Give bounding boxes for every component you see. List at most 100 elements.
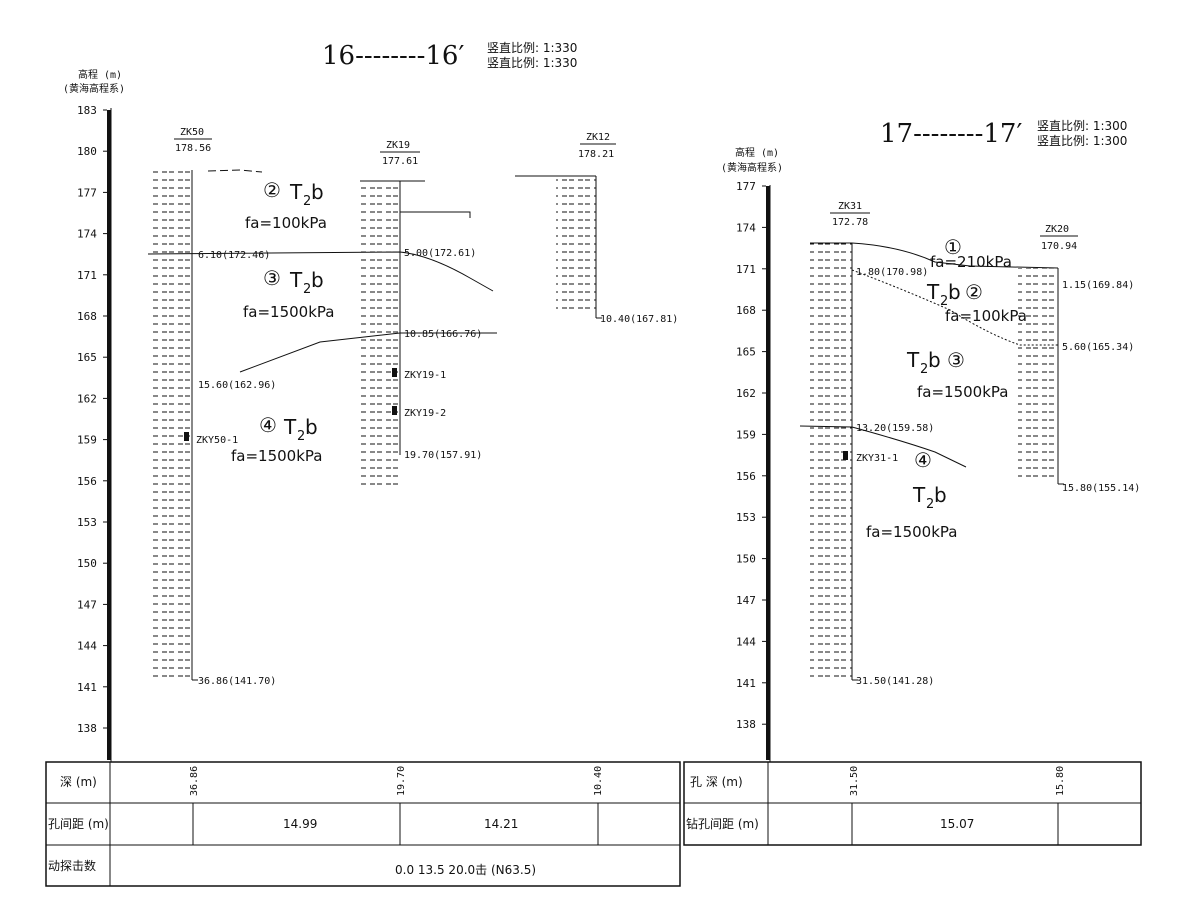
- left-data-table: 深 (m) 孔间距 (m) 动探击数 36.86 19.70 10.40 14.…: [45, 761, 681, 887]
- right-scale-line-1: 竖直比例: 1:300: [1037, 119, 1127, 133]
- left-axis-subtitle: (黄海高程系): [63, 82, 125, 95]
- layer-4-name: T: [283, 415, 297, 439]
- table-row-label-blows: 动探击数: [48, 858, 96, 873]
- layer-4-number: ④: [259, 413, 277, 437]
- table-spacing-value: 14.99: [283, 817, 317, 831]
- sample-label: ZKY19-1: [404, 370, 446, 381]
- table-row-label-depth: 深 (m): [60, 775, 97, 789]
- depth-label: 10.85(166.76): [404, 329, 482, 340]
- right-axis-tick-label: 150: [736, 553, 756, 566]
- layer-3-suffix: b: [311, 268, 324, 292]
- left-scale-line-2: 竖直比例: 1:330: [487, 56, 577, 70]
- right-axis-title: 高程 (m): [735, 146, 779, 159]
- right-axis-tick-label: 171: [736, 263, 756, 276]
- right-axis-tick-label: 162: [736, 387, 756, 400]
- layer-4-capacity: fa=1500kPa: [231, 447, 322, 465]
- depth-label: 31.50(141.28): [856, 676, 934, 687]
- right-axis-tick-label: 147: [736, 594, 756, 607]
- table-depth-value: 10.40: [593, 766, 604, 796]
- left-axis-tick-label: 168: [77, 310, 97, 323]
- depth-label: 10.40(167.81): [600, 314, 678, 325]
- left-annotations: 6.10(172.46) 15.60(162.96) 36.86(141.70)…: [196, 248, 678, 687]
- depth-label: 5.00(172.61): [404, 248, 476, 259]
- right-axis-tick-label: 168: [736, 304, 756, 317]
- left-axis-title: 高程 (m): [78, 68, 122, 81]
- layer-2-capacity: fa=100kPa: [245, 214, 327, 232]
- borehole-zk50: ZK50 178.56: [152, 127, 212, 681]
- layer-4-name: T: [912, 483, 926, 507]
- layer-2-sub: 2: [303, 194, 311, 209]
- right-axis-tick-label: 156: [736, 470, 756, 483]
- borehole-id: ZK12: [586, 132, 610, 143]
- table-row-label-spacing: 孔间距 (m): [48, 817, 109, 831]
- left-axis-tick-label: 144: [77, 640, 97, 653]
- table-depth-value: 31.50: [849, 766, 860, 796]
- depth-label: 15.80(155.14): [1062, 483, 1140, 494]
- left-elevation-axis: 1831801771741711681651621591561531501471…: [77, 104, 112, 762]
- borehole-zk20: ZK20 170.94: [1018, 224, 1078, 485]
- sample-label: ZKY31-1: [856, 453, 898, 464]
- layer-1-number: ①: [944, 235, 962, 259]
- right-section: 17--------17′ 竖直比例: 1:300 竖直比例: 1:300 高程…: [683, 119, 1142, 846]
- layer-2-sub: 2: [940, 294, 948, 309]
- borehole-id: ZK20: [1045, 224, 1069, 235]
- depth-label: 6.10(172.46): [198, 250, 270, 261]
- borehole-elevation: 172.78: [832, 217, 868, 228]
- layer-4-number: ④: [914, 448, 932, 472]
- left-axis-tick-label: 147: [77, 598, 97, 611]
- layer-3-suffix: b: [928, 348, 941, 372]
- table-depth-value: 19.70: [396, 766, 407, 796]
- right-section-title: 17--------17′: [880, 119, 1022, 149]
- layer-3-capacity: fa=1500kPa: [243, 303, 334, 321]
- left-axis-tick-label: 171: [77, 269, 97, 282]
- borehole-id: ZK50: [180, 127, 204, 138]
- borehole-elevation: 178.56: [175, 143, 211, 154]
- left-axis-tick-label: 183: [77, 104, 97, 117]
- left-axis-tick-label: 177: [77, 186, 97, 199]
- right-axis-tick-label: 174: [736, 221, 756, 234]
- depth-label: 36.86(141.70): [198, 676, 276, 687]
- layer-2-name: T: [289, 180, 303, 204]
- layer-3-name: T: [906, 348, 920, 372]
- layer-4-suffix: b: [305, 415, 318, 439]
- depth-label: 13.20(159.58): [856, 423, 934, 434]
- depth-label: 1.80(170.98): [856, 267, 928, 278]
- layer-4-sub: 2: [926, 497, 934, 512]
- left-axis-tick-label: 150: [77, 557, 97, 570]
- left-scale-line-1: 竖直比例: 1:330: [487, 41, 577, 55]
- layer-2-number: ②: [965, 280, 983, 304]
- layer-3-sub: 2: [303, 282, 311, 297]
- right-axis-tick-label: 141: [736, 677, 756, 690]
- left-section-title: 16--------16′: [322, 41, 464, 71]
- left-axis-tick-label: 153: [77, 516, 97, 529]
- borehole-elevation: 170.94: [1041, 241, 1077, 252]
- right-scale-line-2: 竖直比例: 1:300: [1037, 134, 1127, 148]
- borehole-id: ZK19: [386, 140, 410, 151]
- layer-1-capacity: fa=210kPa: [930, 253, 1012, 271]
- left-axis-tick-label: 156: [77, 475, 97, 488]
- borehole-elevation: 177.61: [382, 156, 418, 167]
- left-layer-boundaries: [147, 169, 497, 373]
- depth-label: 1.15(169.84): [1062, 280, 1134, 291]
- layer-4-suffix: b: [934, 483, 947, 507]
- left-axis-tick-label: 162: [77, 392, 97, 405]
- left-axis-tick-label: 159: [77, 434, 97, 447]
- layer-4-capacity: fa=1500kPa: [866, 523, 957, 541]
- left-layer-labels: ② T 2 b fa=100kPa ③ T 2 b fa=1500kPa ④ T…: [231, 178, 334, 465]
- depth-label: 15.60(162.96): [198, 380, 276, 391]
- right-axis-tick-label: 177: [736, 180, 756, 193]
- layer-2-suffix: b: [948, 280, 961, 304]
- right-layer-boundaries: [799, 242, 1059, 468]
- table-blows-legend: 0.0 13.5 20.0击 (N63.5): [395, 863, 536, 877]
- right-axis-tick-label: 138: [736, 718, 756, 731]
- layer-2-name: T: [926, 280, 940, 304]
- left-axis-tick-label: 165: [77, 351, 97, 364]
- right-axis-tick-label: 165: [736, 346, 756, 359]
- left-section: 16--------16′ 竖直比例: 1:330 竖直比例: 1:330 高程…: [45, 41, 681, 887]
- layer-3-name: T: [289, 268, 303, 292]
- table-row-label-depth: 孔 深 (m): [690, 775, 743, 789]
- left-axis-tick-label: 180: [77, 145, 97, 158]
- borehole-zk19: ZK19 177.61: [360, 140, 425, 489]
- layer-2-number: ②: [263, 178, 281, 202]
